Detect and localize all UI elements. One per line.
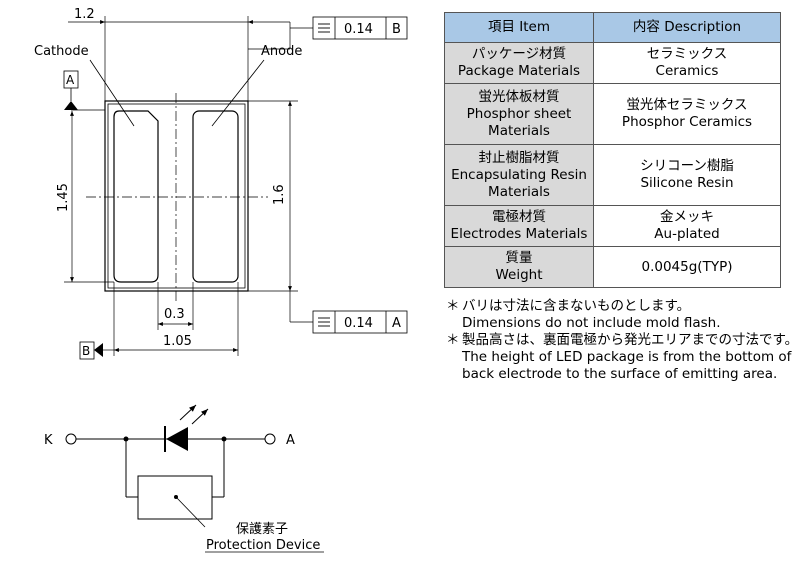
- protection-label-jp: 保護素子: [236, 521, 288, 537]
- protection-label-en: Protection Device: [206, 538, 320, 553]
- tolerance-datum-2: A: [392, 316, 401, 331]
- value-jp: セラミックス: [646, 46, 728, 62]
- package-body: [107, 103, 246, 289]
- value-en: Ceramics: [655, 63, 719, 79]
- item-en: Phosphor sheet: [466, 105, 572, 122]
- item-jp: 封止樹脂材質: [478, 149, 560, 166]
- svg-text:B: B: [82, 344, 90, 358]
- anode-label: Anode: [261, 44, 302, 59]
- dim-height-inner: 1.45: [56, 183, 71, 212]
- cathode-label: Cathode: [34, 44, 89, 59]
- light-emission-icon: [179, 404, 197, 421]
- dim-top-width: 1.2: [74, 7, 95, 22]
- item-en: Electrodes Materials: [450, 226, 588, 242]
- tolerance-value-2: 0.14: [344, 316, 373, 331]
- led-diode-icon: [166, 427, 188, 451]
- datum-a-marker: A: [63, 70, 105, 111]
- dim-gap: 0.3: [164, 307, 185, 322]
- tolerance-datum-1: B: [392, 22, 401, 37]
- note-item: ＊ バリは寸法に含まないものとします。 Dimensions do not in…: [446, 298, 798, 332]
- note-line: The height of LED package is from the bo…: [462, 349, 792, 365]
- circuit-schematic: K A 保護素子 Protection Device: [44, 404, 324, 553]
- note-line: Dimensions do not include mold flash.: [462, 315, 721, 331]
- value-jp: シリコーン樹脂: [640, 158, 734, 174]
- tolerance-frame-a: 0.14 A: [312, 310, 408, 334]
- value-en: Silicone Resin: [640, 175, 734, 191]
- note-mark: ＊: [446, 332, 460, 348]
- item-jp: 蛍光体板材質: [478, 88, 560, 105]
- item-jp: パッケージ材質: [471, 46, 567, 62]
- svg-text:A: A: [66, 73, 75, 87]
- package-drawing: 1.2 0.14 B Cathode Anode A 1.45 1.6: [34, 7, 408, 553]
- value-en: Phosphor Ceramics: [621, 114, 753, 130]
- value-en: 0.0045g(TYP): [641, 258, 733, 275]
- a-label: A: [286, 433, 295, 448]
- note-mark: ＊: [446, 298, 460, 314]
- notes: ＊ バリは寸法に含まないものとします。 Dimensions do not in…: [446, 298, 798, 383]
- k-terminal: [65, 433, 77, 445]
- tolerance-frame-b: 0.14 B: [312, 16, 408, 40]
- value-en: Au-plated: [654, 226, 720, 242]
- note-line: 製品高さは、裏面電極から発光エリアまでの寸法です。: [462, 332, 799, 348]
- item-jp: 質量: [505, 250, 533, 266]
- value-jp: 金メッキ: [660, 209, 714, 225]
- item-en: Package Materials: [457, 63, 581, 79]
- package-outline: [104, 100, 249, 292]
- item-en-2: Materials: [488, 122, 550, 139]
- item-en: Weight: [495, 267, 543, 283]
- note-line: バリは寸法に含まないものとします。: [462, 298, 691, 314]
- anode-pad: [192, 110, 239, 283]
- table-header-row: 項目 Item 内容 Description: [444, 12, 781, 43]
- note-line: back electrode to the surface of emittin…: [462, 366, 778, 382]
- item-en-2: Materials: [488, 183, 550, 200]
- dim-width-bottom: 1.05: [163, 334, 192, 349]
- value-jp: 蛍光体セラミックス: [626, 97, 748, 113]
- cathode-pad: [113, 110, 159, 283]
- tolerance-value-1: 0.14: [344, 22, 373, 37]
- header-item: 項目 Item: [444, 12, 594, 43]
- a-terminal: [264, 433, 276, 445]
- dim-height-outer: 1.6: [272, 184, 287, 205]
- k-label: K: [44, 433, 53, 448]
- note-item: ＊ 製品高さは、裏面電極から発光エリアまでの寸法です。 The height o…: [446, 332, 798, 383]
- datum-b-marker: B: [79, 341, 114, 360]
- item-en: Encapsulating Resin: [451, 166, 587, 183]
- item-jp: 電極材質: [492, 209, 546, 225]
- header-description: 内容 Description: [593, 12, 781, 43]
